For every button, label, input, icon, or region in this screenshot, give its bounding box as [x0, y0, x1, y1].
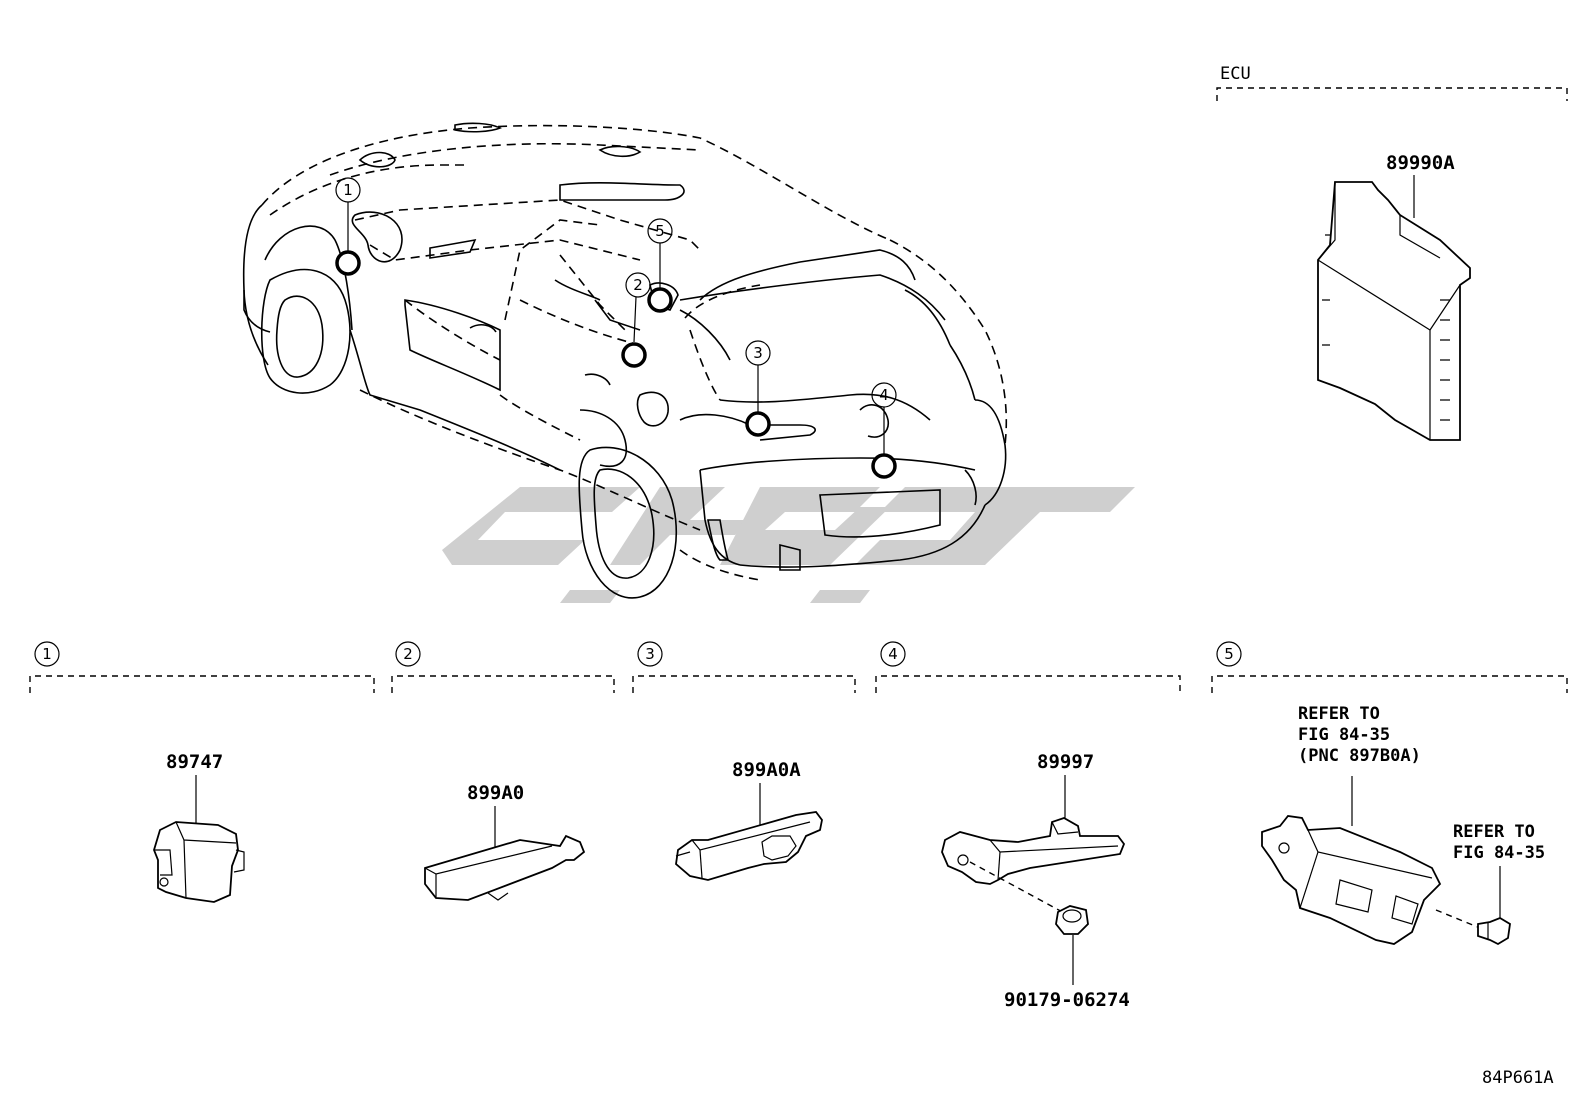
section-1-part-number: 89747	[166, 751, 223, 773]
section-3-part-number: 899A0A	[732, 759, 801, 781]
vehicle-outline	[242, 122, 1008, 599]
bolt-90179-06274	[1055, 905, 1089, 935]
ecu-part-number: 89990A	[1386, 152, 1455, 174]
section-1: 1 89747	[29, 641, 375, 903]
antenna-899A0	[424, 834, 586, 901]
section-5-refer-2-line-2: FIG 84-35	[1453, 843, 1545, 863]
section-2-index: 2	[403, 645, 413, 663]
callout-3-number: 3	[753, 344, 763, 362]
section-3-index: 3	[645, 645, 655, 663]
section-5-index: 5	[1224, 645, 1234, 663]
section-4-index: 4	[888, 645, 898, 663]
ecu-group: ECU 89990A	[1216, 64, 1568, 441]
antenna-89997	[941, 817, 1126, 885]
callout-5: 5	[647, 218, 673, 313]
watermark-logo	[442, 487, 1135, 603]
section-5: 5 REFER TO FIG 84-35 (PNC 897B0A) REFER …	[1211, 641, 1568, 946]
section-2: 2 899A0	[391, 641, 615, 901]
callout-1-number: 1	[343, 181, 353, 199]
callout-4-number: 4	[879, 386, 889, 404]
vehicle-callouts: 1 2 3 4 5	[335, 177, 897, 479]
callout-3: 3	[745, 340, 771, 437]
section-5-refer-2-line-1: REFER TO	[1453, 822, 1535, 842]
section-4: 4 89997 90179-06274	[875, 641, 1181, 1011]
section-4-bolt-part-number: 90179-06274	[1004, 989, 1130, 1011]
receiver-module	[1261, 815, 1442, 945]
screw	[1477, 916, 1511, 946]
callout-4: 4	[871, 382, 897, 479]
figure-code: 84P661A	[1482, 1068, 1554, 1088]
antenna-899A0A	[675, 811, 823, 881]
section-5-refer-1-line-3: (PNC 897B0A)	[1298, 746, 1421, 766]
sensor-89747	[153, 821, 245, 903]
section-1-index: 1	[42, 645, 52, 663]
ecu-group-label: ECU	[1220, 64, 1251, 84]
section-3: 3 899A0A	[632, 641, 856, 881]
section-4-part-number: 89997	[1037, 751, 1094, 773]
section-2-part-number: 899A0	[467, 782, 524, 804]
ecu-module	[1317, 181, 1471, 441]
callout-1: 1	[335, 177, 361, 276]
callout-5-number: 5	[655, 222, 665, 240]
section-5-refer-1-line-2: FIG 84-35	[1298, 725, 1390, 745]
callout-2-number: 2	[633, 276, 643, 294]
callout-2: 2	[621, 272, 651, 368]
section-5-refer-1-line-1: REFER TO	[1298, 704, 1380, 724]
